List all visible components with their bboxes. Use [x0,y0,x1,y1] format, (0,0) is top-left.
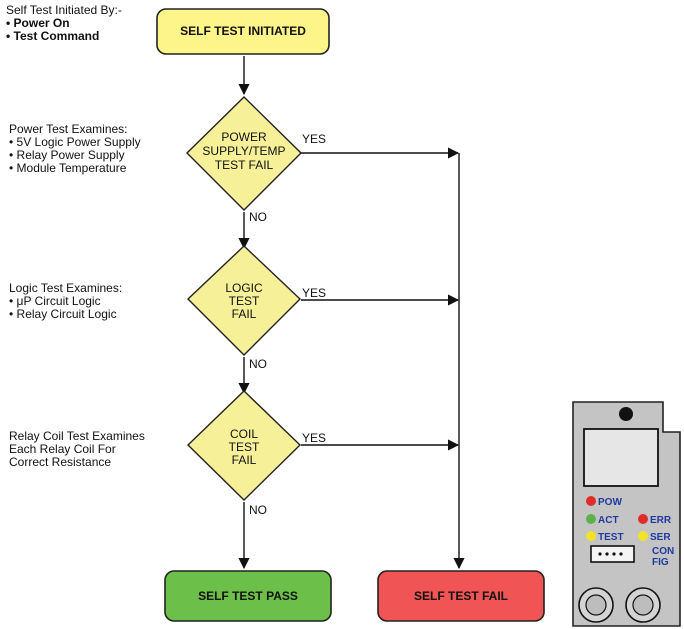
led-ser-icon [638,531,648,541]
no-label-power: NO [249,210,267,224]
note-logic-test: Logic Test Examines: • μP Circuit Logic … [9,282,122,321]
connector-pin-icon [619,552,623,556]
note-power-item: • Relay Power Supply [9,148,125,162]
note-power-item: • 5V Logic Power Supply [9,135,141,149]
note-power-test: Power Test Examines: • 5V Logic Power Su… [9,123,141,175]
note-coil-line: Each Relay Coil For [9,442,116,456]
module-panel: POW ACT ERR TEST SER CON FIG [572,401,681,627]
panel-display-window [583,428,659,487]
config-label-line: CON [652,546,674,557]
note-logic-item: • Relay Circuit Logic [9,307,117,321]
fail-label: SELF TEST FAIL [414,589,508,603]
decision-power-line: POWER [221,130,267,144]
decision-coil-line: COIL [230,427,258,441]
decision-logic-line: FAIL [232,307,257,321]
note-coil-line: Relay Coil Test Examines [9,429,145,443]
yes-label-power: YES [302,132,326,146]
note-initiated-item: • Power On [6,16,70,30]
note-initiated-item: • Test Command [6,29,100,43]
yes-label-logic: YES [302,286,326,300]
decision-power-line: SUPPLY/TEMP [202,144,285,158]
led-test-label: TEST [598,532,624,543]
led-test-icon [586,531,596,541]
pass-label: SELF TEST PASS [198,589,298,603]
connector-pin-icon [612,552,616,556]
connector-pin-icon [605,552,609,556]
no-label-logic: NO [249,357,267,371]
panel-screw-icon [619,407,633,421]
note-coil-test: Relay Coil Test Examines Each Relay Coil… [9,430,145,469]
decision-coil-line: FAIL [232,453,257,467]
decision-power [186,96,302,211]
decision-logic [186,245,302,356]
no-label-coil: NO [249,503,267,517]
start-box [156,8,330,55]
led-ser-label: SER [650,532,671,543]
panel-knob-left-inner-icon [585,594,607,616]
decision-coil-line: TEST [229,440,260,454]
pass-box [164,570,332,622]
note-initiated: Self Test Initiated By:- • Power On • Te… [6,4,122,43]
note-logic-heading: Logic Test Examines: [9,281,123,295]
note-logic-item: • μP Circuit Logic [9,294,101,308]
yes-label-coil: YES [302,431,326,445]
led-act-icon [586,514,596,524]
start-label: SELF TEST INITIATED [180,24,306,38]
decision-logic-line: LOGIC [225,281,263,295]
note-power-heading: Power Test Examines: [9,122,128,136]
led-pow-label: POW [598,497,622,508]
decision-coil [186,390,302,501]
fail-box [377,570,545,622]
note-coil-line: Correct Resistance [9,455,112,469]
led-pow-icon [586,496,596,506]
led-err-label: ERR [650,515,672,526]
decision-power-line: TEST FAIL [215,158,274,172]
panel-knob-right-inner-icon [632,594,654,616]
connectors [238,56,465,570]
note-initiated-heading: Self Test Initiated By:- [6,3,122,17]
led-act-label: ACT [598,515,619,526]
decision-logic-line: TEST [229,294,260,308]
config-label-line: FIG [652,557,669,568]
connector-pin-icon [598,552,602,556]
note-power-item: • Module Temperature [9,161,127,175]
led-err-icon [638,514,648,524]
